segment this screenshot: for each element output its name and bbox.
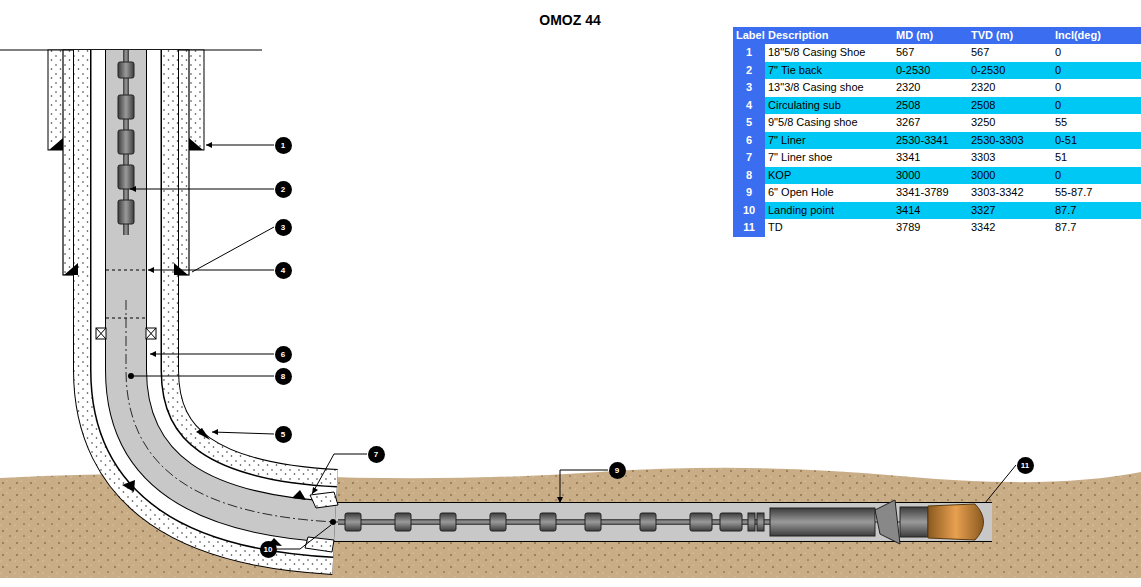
table-cell: 0 xyxy=(1052,97,1141,115)
table-cell: 87.7 xyxy=(1052,202,1141,220)
diagram-title: OMOZ 44 xyxy=(539,12,600,28)
tool-joint xyxy=(540,513,556,531)
callout-number: 3 xyxy=(275,219,292,236)
callout-number: 7 xyxy=(368,446,385,463)
table-cell: 3341-3789 xyxy=(893,184,968,202)
table-cell: 5 xyxy=(733,114,765,132)
table-cell: 2530-3303 xyxy=(968,132,1052,150)
table-header: MD (m) xyxy=(893,27,968,44)
callout-number: 4 xyxy=(275,262,292,279)
table-cell: 0 xyxy=(1052,167,1141,185)
table-cell: 55-87.7 xyxy=(1052,184,1141,202)
tool-joint xyxy=(640,513,656,531)
table-cell: 3267 xyxy=(893,114,968,132)
table-cell: 3342 xyxy=(968,219,1052,237)
table-cell: 3000 xyxy=(968,167,1052,185)
tool-joint xyxy=(118,130,134,154)
table-cell: 51 xyxy=(1052,149,1141,167)
table-cell: KOP xyxy=(765,167,893,185)
table-cell: 2320 xyxy=(968,79,1052,97)
table-cell: 567 xyxy=(968,44,1052,62)
callout-number: 2 xyxy=(275,181,292,198)
table-cell: 2508 xyxy=(968,97,1052,115)
table-cell: 0-2530 xyxy=(893,62,968,80)
tool-joint xyxy=(585,513,601,531)
tool-joint xyxy=(690,513,712,531)
stabilizer xyxy=(748,513,755,531)
table-cell: 3341 xyxy=(893,149,968,167)
table-cell: 7" Liner xyxy=(765,132,893,150)
callout-number: 5 xyxy=(275,426,292,443)
table-cell: Circulating sub xyxy=(765,97,893,115)
table-cell: 3303 xyxy=(968,149,1052,167)
table-cell: 3 xyxy=(733,79,765,97)
table-header: Label xyxy=(733,27,765,44)
table-cell: 0 xyxy=(1052,44,1141,62)
table-cell: 0 xyxy=(1052,79,1141,97)
tool-joint xyxy=(395,513,411,531)
table-header: Description xyxy=(765,27,893,44)
table-cell: 0-2530 xyxy=(968,62,1052,80)
table-cell: 0-51 xyxy=(1052,132,1141,150)
table-cell: 3250 xyxy=(968,114,1052,132)
table-cell: 55 xyxy=(1052,114,1141,132)
tool-joint xyxy=(118,95,134,119)
callout-number: 10 xyxy=(260,541,277,558)
table-cell: 9"5/8 Casing shoe xyxy=(765,114,893,132)
callout-number: 1 xyxy=(275,137,292,154)
table-cell: 8 xyxy=(733,167,765,185)
table-cell: 6 xyxy=(733,132,765,150)
table-header: Incl(deg) xyxy=(1052,27,1141,44)
table-cell: TD xyxy=(765,219,893,237)
table-header: TVD (m) xyxy=(968,27,1052,44)
table-cell: 18"5/8 Casing Shoe xyxy=(765,44,893,62)
table-cell: 0 xyxy=(1052,62,1141,80)
callout-number: 6 xyxy=(275,346,292,363)
stabilizer xyxy=(757,513,764,531)
table-cell: 6" Open Hole xyxy=(765,184,893,202)
table-cell: Landing point xyxy=(765,202,893,220)
table-cell: 11 xyxy=(733,219,765,237)
table-cell: 567 xyxy=(893,44,968,62)
table-cell: 3789 xyxy=(893,219,968,237)
tool-joint xyxy=(118,165,134,189)
tool-joint xyxy=(118,62,134,78)
table-cell: 87.7 xyxy=(1052,219,1141,237)
table-cell: 13"3/8 Casing shoe xyxy=(765,79,893,97)
tool-joint xyxy=(720,513,742,531)
table-cell: 9 xyxy=(733,184,765,202)
table-cell: 1 xyxy=(733,44,765,62)
table-cell: 3414 xyxy=(893,202,968,220)
callout-number: 8 xyxy=(275,368,292,385)
tool-joint xyxy=(345,513,361,531)
table-cell: 2508 xyxy=(893,97,968,115)
tool-joint xyxy=(490,513,506,531)
table-cell: 2530-3341 xyxy=(893,132,968,150)
table-cell: 3000 xyxy=(893,167,968,185)
table-cell: 3327 xyxy=(968,202,1052,220)
callout-number: 11 xyxy=(1017,457,1034,474)
callout-number: 9 xyxy=(609,462,626,479)
table-cell: 7" Tie back xyxy=(765,62,893,80)
table-cell: 7 xyxy=(733,149,765,167)
table-cell: 2320 xyxy=(893,79,968,97)
table-cell: 7" Liner shoe xyxy=(765,149,893,167)
table-cell: 4 xyxy=(733,97,765,115)
table-cell: 3303-3342 xyxy=(968,184,1052,202)
table-cell: 2 xyxy=(733,62,765,80)
tool-joint xyxy=(118,200,134,224)
tool-joint xyxy=(440,513,456,531)
table-cell: 10 xyxy=(733,202,765,220)
